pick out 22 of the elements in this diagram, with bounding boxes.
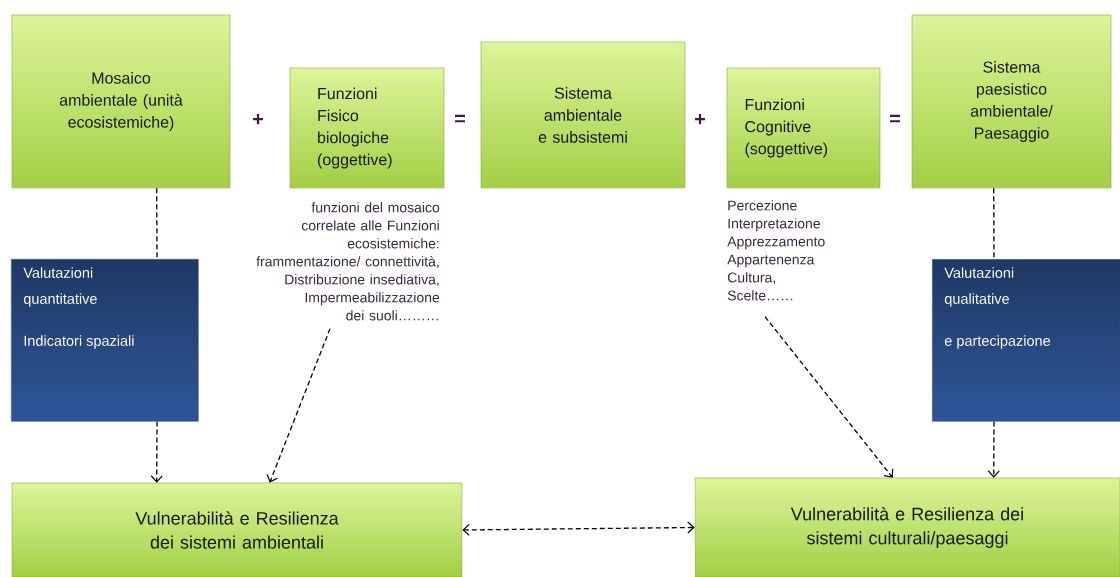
- result-box: Vulnerabilità e Resilienza dei sistemi culturali/paesaggi: [694, 477, 1120, 577]
- operator-sign: =: [890, 114, 900, 123]
- process-box: Mosaico ambientale (unità ecosistemiche): [11, 14, 231, 189]
- connector-line: [156, 187, 158, 260]
- arrow: [150, 420, 163, 483]
- note-text: Percezione Interpretazione Apprezzamento Appartenenza Cultura, Scelte……: [727, 200, 825, 301]
- process-box: Funzioni Cognitive (soggettive): [726, 67, 881, 189]
- arrow: [764, 316, 894, 478]
- assessment-box: Valutazioni qualitative e partecipazione: [932, 259, 1120, 422]
- operator-sign: +: [253, 114, 264, 125]
- arrow: [987, 420, 1000, 478]
- result-box: Vulnerabilità e Resilienza dei sistemi ambientali: [11, 482, 463, 577]
- process-box: Sistema ambientale e subsistemi: [480, 41, 686, 189]
- note-text: funzioni del mosaico correlate alle Funzioni ecosistemiche: frammentazione/ connettività, Distribuzione insediativa, Impermeabilizzazione dei suoli………: [256, 202, 440, 321]
- operator-sign: =: [455, 114, 465, 123]
- assessment-box: Valutazioni quantitative Indicatori spaziali: [11, 259, 199, 422]
- arrow: [266, 328, 331, 483]
- process-box: Sistema paesistico ambientale/ Paesaggio: [911, 14, 1112, 189]
- arrow: [462, 521, 695, 536]
- connector-line: [993, 187, 995, 260]
- operator-sign: +: [695, 114, 706, 125]
- process-box: Funzioni Fisico biologiche (oggettive): [289, 67, 445, 189]
